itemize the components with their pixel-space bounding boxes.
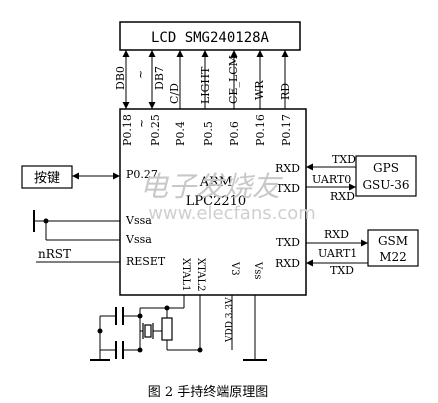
- key-label: 按键: [34, 171, 60, 186]
- pin-vss: Vss: [252, 261, 263, 280]
- pin-reset: RESET: [126, 255, 166, 268]
- junction-dot-1: [97, 328, 103, 334]
- lcd-signal-light: LIGHT: [199, 66, 212, 104]
- gsm-rxd-label: RXD: [324, 228, 349, 241]
- watermark-cn: 电子发烧友: [140, 170, 283, 203]
- gsm-rx-arrow: [306, 259, 313, 267]
- lcd-signal-db0: DB0: [114, 66, 127, 90]
- gsm-title: GSM: [378, 234, 408, 248]
- lcd-bus-lines: [125, 50, 286, 109]
- gps-txd-label: TXD: [332, 153, 356, 166]
- key-arrow-right: [113, 172, 120, 180]
- pin-p0-4: P0.4: [174, 121, 187, 146]
- gps-uart-label: UART0: [312, 173, 351, 186]
- lcd-box: [119, 21, 301, 51]
- lcd-signal-ce-lcm: CE_LCM: [227, 55, 240, 104]
- lcd-signal-labels: DB0 ~ DB7 C/D LIGHT CE_LCM WR RD: [114, 55, 292, 104]
- gsm-tx-arrow: [361, 239, 368, 247]
- lcd-bus-arrows: [122, 50, 289, 109]
- lcd-signal-rd: RD: [279, 83, 292, 100]
- pin-p0-17: P0.17: [280, 114, 293, 146]
- pin-rxd-0: RXD: [275, 162, 300, 175]
- pin-tilde: ~: [135, 119, 148, 128]
- gsm-uart-label: UART1: [318, 247, 357, 260]
- pin-xtal2: XTAL2: [195, 258, 206, 291]
- pin-v3: V3: [229, 261, 240, 276]
- nrst-label: nRST: [38, 247, 71, 261]
- chip-right-pins: RXD TXD TXD RXD: [275, 162, 300, 270]
- gsm-txd-label: TXD: [330, 264, 354, 277]
- lcd-signal-db7: DB7: [153, 66, 166, 90]
- pin-vssa-1: Vssa: [125, 214, 152, 227]
- capacitors: [115, 307, 124, 359]
- pin-p0-27: P0.27: [126, 168, 158, 181]
- pin-p0-16: P0.16: [254, 114, 267, 146]
- arm-chip-box: [119, 108, 307, 296]
- chip-name: ARM: [199, 175, 233, 190]
- watermark-url: www.elecfans.com: [148, 203, 316, 224]
- key-arrow-left: [72, 172, 79, 180]
- gsm-box: [367, 229, 419, 267]
- lcd-label: LCD SMG240128A: [151, 30, 270, 46]
- pin-rxd-1: RXD: [275, 257, 300, 270]
- gps-title: GPS: [373, 161, 399, 175]
- junction-dot-ground: [43, 218, 49, 224]
- resistor-symbol: [161, 317, 173, 341]
- pin-txd-1: TXD: [276, 236, 300, 249]
- pin-p0-6: P0.6: [228, 121, 241, 146]
- chip-bottom-pins: XTAL1 XTAL2 V3 Vss: [180, 258, 263, 291]
- vdd-label: VDD 3.3V: [225, 297, 235, 343]
- lcd-signal-cd: C/D: [168, 83, 181, 104]
- junction-dot-3: [137, 347, 143, 353]
- pin-p0-25: P0.25: [149, 114, 162, 146]
- gps-model: GSU-36: [362, 178, 409, 192]
- junction-dot-4: [164, 305, 170, 311]
- pin-txd-0: TXD: [276, 182, 300, 195]
- pin-xtal1: XTAL1: [180, 258, 191, 291]
- gps-tx-arrow: [306, 163, 313, 171]
- gps-rxd-label: RXD: [330, 190, 355, 203]
- junction-dot-5: [197, 347, 203, 353]
- lcd-signal-tilde: ~: [134, 70, 147, 79]
- chip-model: LPC2210: [186, 194, 246, 209]
- pin-p0-18: P0.18: [121, 114, 134, 146]
- gps-box: [355, 155, 417, 197]
- gps-rx-arrow: [349, 183, 356, 191]
- figure-caption: 图 2 手持终端原理图: [148, 384, 269, 400]
- pin-p0-5: P0.5: [202, 121, 215, 146]
- lcd-signal-wr: WR: [253, 80, 266, 100]
- crystal-symbol: [142, 323, 154, 339]
- chip-top-pins: P0.18 ~ P0.25 P0.4 P0.5 P0.6 P0.16 P0.17: [121, 114, 293, 146]
- key-box: [21, 165, 73, 189]
- gsm-model: M22: [379, 250, 407, 264]
- chip-left-pins: P0.27 Vssa Vssa RESET: [125, 168, 166, 268]
- junction-dot-2: [137, 313, 143, 319]
- pin-vssa-2: Vssa: [125, 233, 152, 246]
